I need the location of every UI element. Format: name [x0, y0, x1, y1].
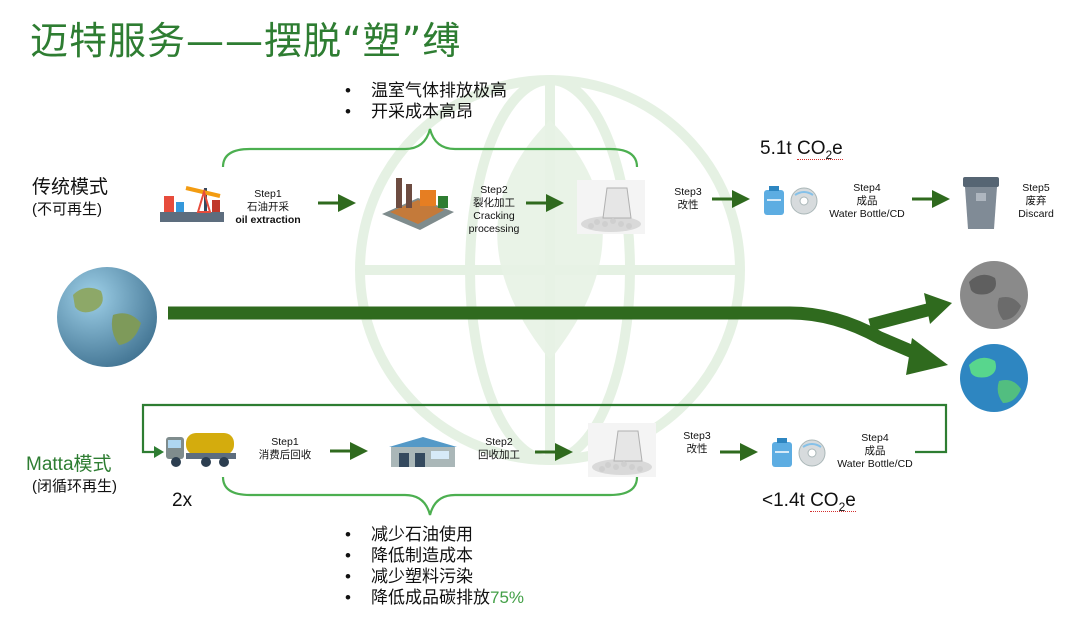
page-title: 迈特服务——摆脱“塑”缚: [30, 19, 462, 63]
cd-icon: [790, 187, 818, 215]
matta-step4-text: Step4 成品 Water Bottle/CD: [830, 432, 920, 471]
bottom-bullet-1: 减少石油使用: [345, 524, 524, 545]
top-bullet-list: 温室气体排放极高 开采成本高昂: [345, 80, 507, 122]
traditional-step4-name: Step4: [853, 182, 881, 194]
recycled-pellets-icon: [588, 423, 656, 477]
traditional-step3-name: Step3: [674, 186, 702, 198]
matta-step2-text: Step2 回收加工: [474, 436, 524, 462]
factory-icon: [382, 178, 454, 230]
bottom-bullet-4: 降低成品碳排放75%: [345, 587, 524, 608]
matta-mode-sublabel: (闭循环再生): [32, 478, 117, 495]
traditional-step5-en: Discard: [1018, 208, 1054, 220]
traditional-co2-co: CO: [796, 138, 826, 159]
traditional-step4-en: Water Bottle/CD: [829, 208, 905, 220]
traditional-mode-sublabel: (不可再生): [32, 201, 102, 218]
bottom-bullet-3: 减少塑料污染: [345, 566, 524, 587]
matta-co2-value: <1.4t CO2e: [762, 490, 856, 514]
matta-multiplier: 2x: [172, 490, 193, 511]
matta-mode-label-group: Matta模式 (闭循环再生): [26, 452, 117, 497]
green-earth-icon: [960, 344, 1028, 412]
traditional-step4-cn: 成品: [856, 195, 878, 207]
traditional-step5-text: Step5 废弃 Discard: [1010, 182, 1062, 221]
bottom-bullet-4-text: 降低成品碳排放: [371, 588, 490, 607]
traditional-step3-text: Step3 改性: [660, 186, 716, 212]
matta-step2-name: Step2: [485, 436, 513, 448]
grey-earth-icon: [960, 261, 1028, 329]
top-brace: [221, 128, 639, 168]
matta-step1-name: Step1: [271, 436, 299, 448]
matta-step2-cn: 回收加工: [478, 449, 520, 461]
traditional-step1-name: Step1: [254, 188, 282, 200]
traditional-step2-en2: processing: [468, 223, 520, 235]
matta-co2-prefix: <1.4t: [762, 490, 811, 511]
traditional-step1-cn: 石油开采: [247, 201, 289, 213]
tanker-truck-icon: [166, 433, 236, 467]
traditional-co2-unit: CO2e: [796, 138, 843, 162]
earth-icon: [57, 267, 157, 367]
matta-step3-text: Step3 改性: [672, 430, 722, 456]
bottom-brace: [221, 476, 639, 516]
matta-co2-sub: 2: [838, 499, 846, 514]
matta-step1-text: Step1 消费后回收: [250, 436, 320, 462]
matta-step4-en: Water Bottle/CD: [837, 458, 913, 470]
traditional-co2-prefix: 5.1t: [760, 138, 797, 159]
top-bullet-2: 开采成本高昂: [345, 101, 507, 122]
trash-bin-icon: [963, 177, 999, 229]
traditional-step2-name: Step2: [480, 184, 508, 196]
bottom-bullet-2: 降低制造成本: [345, 545, 524, 566]
matta-co2-unit: CO2e: [810, 490, 856, 514]
traditional-step4-text: Step4 成品 Water Bottle/CD: [822, 182, 912, 221]
traditional-co2-sub: 2: [825, 147, 833, 162]
matta-step4-name: Step4: [861, 432, 889, 444]
matta-mode-label: Matta模式: [26, 454, 112, 475]
plastic-pellets-icon: [577, 180, 645, 234]
traditional-step5-cn: 废弃: [1025, 195, 1047, 207]
traditional-step2-cn: 裂化加工: [473, 197, 515, 209]
top-bullet-1: 温室气体排放极高: [345, 80, 507, 101]
matta-step3-cn: 改性: [686, 443, 708, 455]
traditional-step3-cn: 改性: [677, 199, 699, 211]
bottom-bullet-4-highlight: 75%: [490, 588, 525, 607]
water-bottle-icon: [764, 186, 784, 215]
matta-cd-icon: [798, 439, 826, 467]
traditional-co2-e: e: [832, 138, 843, 159]
matta-co2-co: CO: [810, 490, 839, 511]
oil-pump-icon: [160, 186, 224, 222]
matta-co2-e: e: [845, 490, 856, 511]
warehouse-icon: [389, 437, 457, 467]
traditional-step2-en1: Cracking: [473, 210, 515, 222]
traditional-mode-label-group: 传统模式 (不可再生): [32, 175, 108, 220]
traditional-mode-label: 传统模式: [32, 177, 109, 198]
bottom-bullet-list: 减少石油使用 降低制造成本 减少塑料污染 降低成品碳排放75%: [345, 524, 524, 608]
matta-step4-cn: 成品: [864, 445, 886, 457]
traditional-step5-name: Step5: [1022, 182, 1050, 194]
traditional-step1-text: Step1 石油开采 oil extraction: [228, 188, 308, 227]
traditional-step1-en: oil extraction: [235, 214, 301, 226]
matta-step1-cn: 消费后回收: [258, 449, 312, 461]
matta-water-bottle-icon: [772, 438, 792, 467]
watermark-logo: [355, 75, 745, 465]
matta-step3-name: Step3: [683, 430, 711, 442]
traditional-co2-value: 5.1t CO2e: [760, 138, 843, 162]
traditional-step2-text: Step2 裂化加工 Cracking processing: [455, 184, 533, 236]
